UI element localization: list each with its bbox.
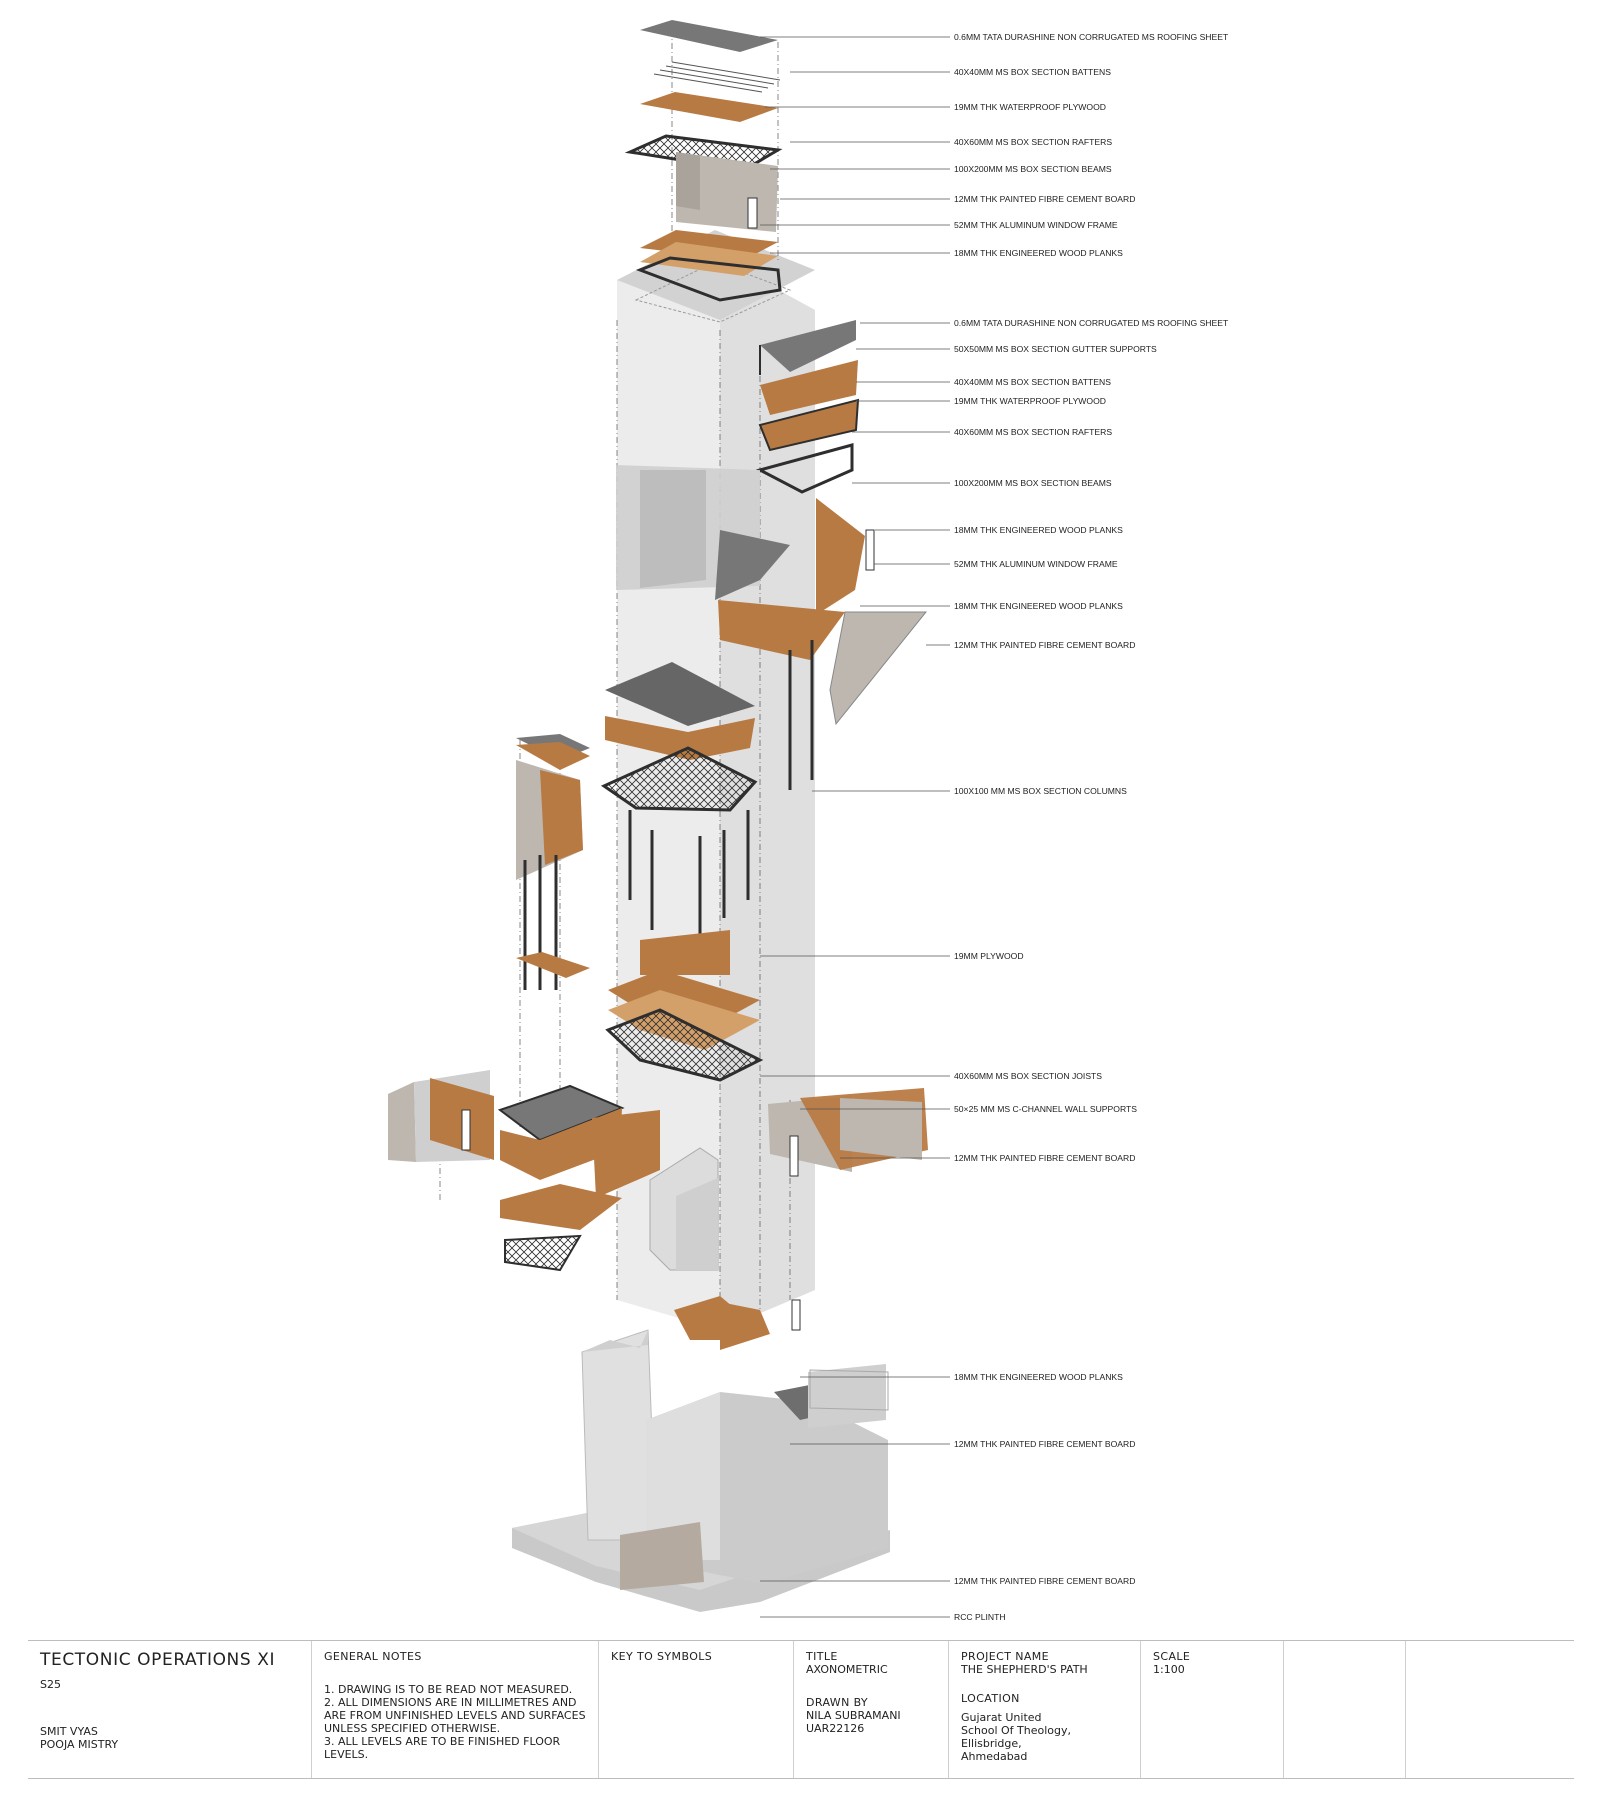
scale-heading: SCALE: [1153, 1650, 1191, 1663]
upper-side-module: [616, 320, 928, 726]
annotation-label: 40X60MM MS BOX SECTION RAFTERS: [954, 137, 1112, 147]
leader-lines: [760, 36, 950, 1618]
annotation-label: 12MM THK PAINTED FIBRE CEMENT BOARD: [954, 194, 1135, 204]
annotation-label: 12MM THK PAINTED FIBRE CEMENT BOARD: [954, 1576, 1135, 1586]
project-column: PROJECT NAME THE SHEPHERD'S PATH LOCATIO…: [948, 1641, 1140, 1778]
title-column: TITLE AXONOMETRIC DRAWN BY NILA SUBRAMAN…: [793, 1641, 948, 1778]
scale-value: 1:100: [1153, 1663, 1185, 1676]
location-line: Ahmedabad: [961, 1750, 1028, 1763]
course-title: TECTONIC OPERATIONS XI: [40, 1650, 276, 1670]
axonometric-drawing: 0.6MM TATA DURASHINE NON CORRUGATED MS R…: [388, 20, 1229, 1622]
left-balcony-module: [516, 734, 590, 990]
location-line: Ellisbridge,: [961, 1737, 1022, 1750]
drawn-by-id: UAR22126: [806, 1722, 865, 1735]
title-value: AXONOMETRIC: [806, 1663, 888, 1676]
annotation-label: 0.6MM TATA DURASHINE NON CORRUGATED MS R…: [954, 318, 1229, 328]
annotation-label: 50X50MM MS BOX SECTION GUTTER SUPPORTS: [954, 344, 1157, 354]
annotation-label: 50×25 MM MS C-CHANNEL WALL SUPPORTS: [954, 1104, 1137, 1114]
annotation-label: 18MM THK ENGINEERED WOOD PLANKS: [954, 1372, 1123, 1382]
annotation-label: 12MM THK PAINTED FIBRE CEMENT BOARD: [954, 1439, 1135, 1449]
lower-left-module: [388, 1070, 719, 1272]
term: S25: [40, 1678, 61, 1691]
annotation-label: 18MM THK ENGINEERED WOOD PLANKS: [954, 525, 1123, 535]
scale-column: SCALE 1:100: [1140, 1641, 1283, 1778]
annotation-label: 40X40MM MS BOX SECTION BATTENS: [954, 67, 1111, 77]
annotations: 0.6MM TATA DURASHINE NON CORRUGATED MS R…: [954, 32, 1229, 1622]
annotation-label: 0.6MM TATA DURASHINE NON CORRUGATED MS R…: [954, 32, 1229, 42]
annotation-label: 100X100 MM MS BOX SECTION COLUMNS: [954, 786, 1127, 796]
blank-column: [1405, 1641, 1574, 1778]
annotation-label: 100X200MM MS BOX SECTION BEAMS: [954, 478, 1112, 488]
annotation-label: 19MM PLYWOOD: [954, 951, 1024, 961]
location-line: School Of Theology,: [961, 1724, 1072, 1737]
base-plinth: [512, 1329, 890, 1612]
note-item: 1. DRAWING IS TO BE READ NOT MEASURED.: [324, 1683, 573, 1696]
annotation-label: 52MM THK ALUMINUM WINDOW FRAME: [954, 220, 1118, 230]
general-notes-heading: GENERAL NOTES: [324, 1650, 422, 1663]
annotation-label: 12MM THK PAINTED FIBRE CEMENT BOARD: [954, 640, 1135, 650]
annotation-label: 52MM THK ALUMINUM WINDOW FRAME: [954, 559, 1118, 569]
key-column: KEY TO SYMBOLS: [598, 1641, 793, 1778]
general-notes-column: GENERAL NOTES 1. DRAWING IS TO BE READ N…: [311, 1641, 598, 1778]
annotation-label: 18MM THK ENGINEERED WOOD PLANKS: [954, 601, 1123, 611]
note-item: 2. ALL DIMENSIONS ARE IN MILLIMETRES AND…: [324, 1696, 586, 1735]
title-heading: TITLE: [806, 1650, 838, 1663]
annotation-label: 40X40MM MS BOX SECTION BATTENS: [954, 377, 1111, 387]
annotation-label: 100X200MM MS BOX SECTION BEAMS: [954, 164, 1112, 174]
annotation-label: 40X60MM MS BOX SECTION RAFTERS: [954, 427, 1112, 437]
location-heading: LOCATION: [961, 1692, 1020, 1705]
student-name: SMIT VYAS: [40, 1725, 98, 1738]
key-heading: KEY TO SYMBOLS: [611, 1650, 713, 1663]
blank-column: [1283, 1641, 1405, 1778]
location-line: Gujarat United: [961, 1711, 1042, 1724]
annotation-label: 40X60MM MS BOX SECTION JOISTS: [954, 1071, 1102, 1081]
middle-floor-module: [600, 640, 814, 1082]
drawn-by-name: NILA SUBRAMANI: [806, 1709, 901, 1722]
annotation-label: 18MM THK ENGINEERED WOOD PLANKS: [954, 248, 1123, 258]
course-column: TECTONIC OPERATIONS XI S25 SMIT VYAS POO…: [28, 1641, 311, 1778]
project-heading: PROJECT NAME: [961, 1650, 1050, 1663]
annotation-label: 12MM THK PAINTED FIBRE CEMENT BOARD: [954, 1153, 1135, 1163]
annotation-label: 19MM THK WATERPROOF PLYWOOD: [954, 396, 1106, 406]
annotation-label: RCC PLINTH: [954, 1612, 1006, 1622]
lower-right-module: [674, 1088, 928, 1350]
annotation-label: 19MM THK WATERPROOF PLYWOOD: [954, 102, 1106, 112]
project-value: THE SHEPHERD'S PATH: [961, 1663, 1088, 1676]
title-block: TECTONIC OPERATIONS XI S25 SMIT VYAS POO…: [28, 1640, 1574, 1779]
student-name: POOJA MISTRY: [40, 1738, 119, 1751]
drawn-by-heading: DRAWN BY: [806, 1696, 869, 1709]
note-item: 3. ALL LEVELS ARE TO BE FINISHED FLOOR L…: [324, 1735, 561, 1761]
tower-roof-module: [624, 20, 783, 302]
